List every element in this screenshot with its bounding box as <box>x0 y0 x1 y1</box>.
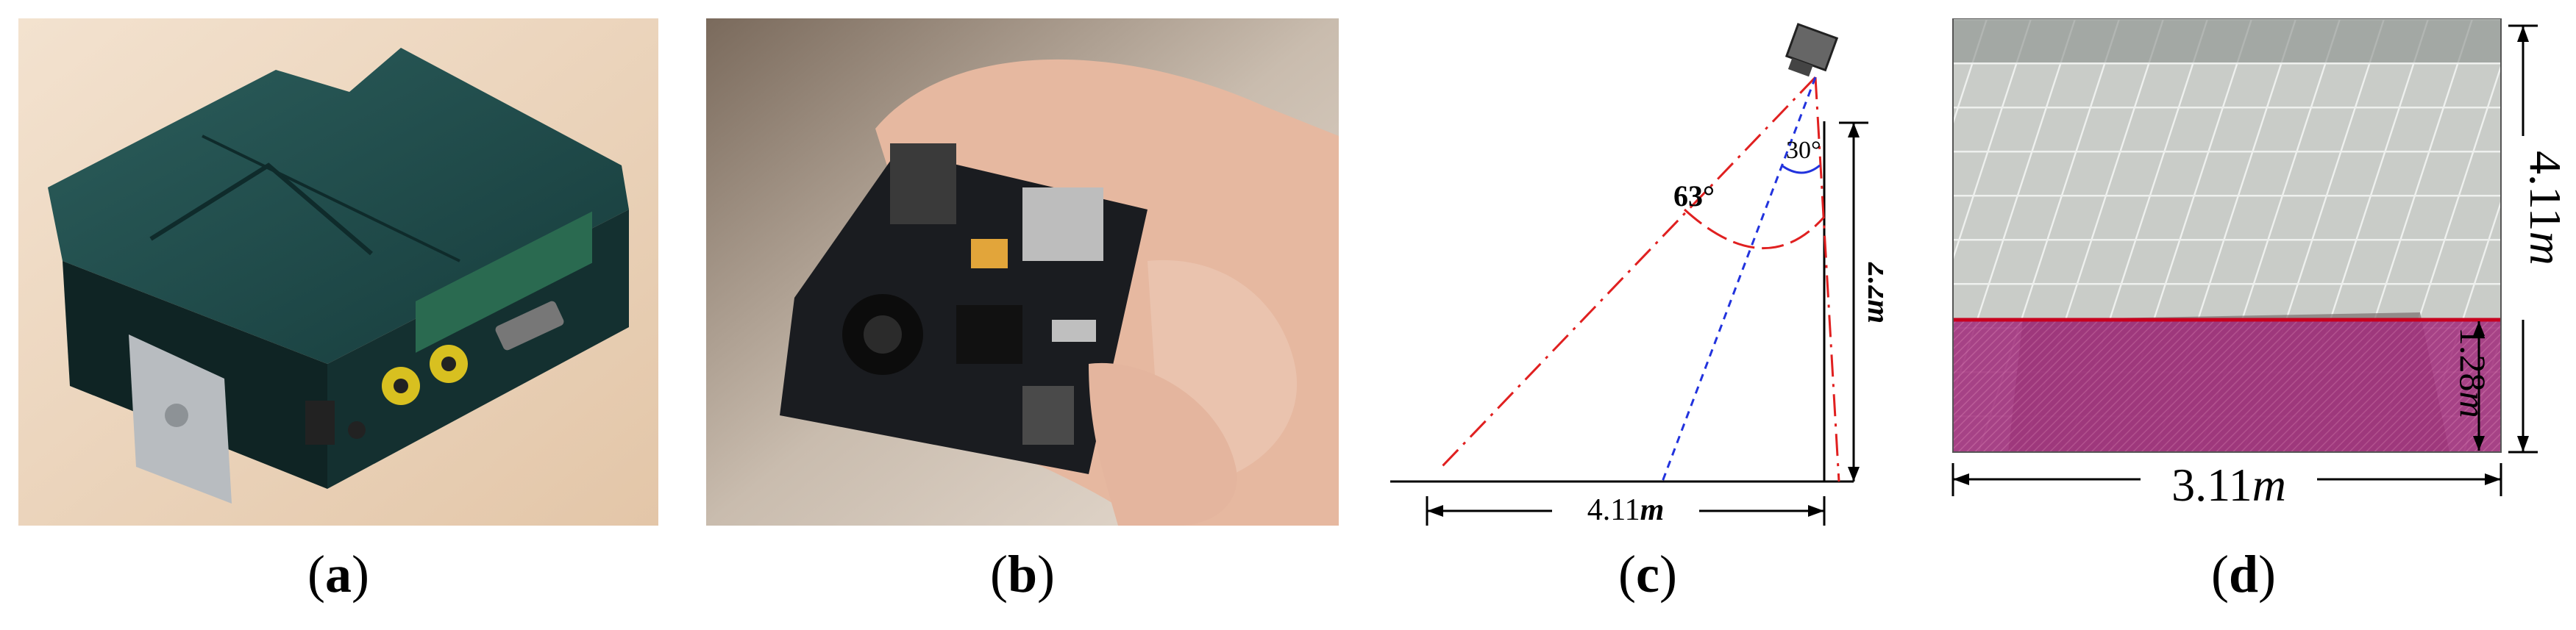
caption-c: (c) <box>1618 545 1677 604</box>
fov-near-line <box>1814 76 1840 482</box>
panel-d-floor-view: 4.11m 1.28m 3.11m <box>1942 18 2560 526</box>
height-value-label: 2.2m <box>1861 261 1883 323</box>
center-axis-line <box>1661 76 1817 482</box>
caption-d: (d) <box>2210 545 2276 604</box>
camera-icon <box>1785 23 1839 77</box>
detection-band <box>1953 320 2501 452</box>
band-height-label: 1.28m <box>2452 327 2494 418</box>
board-photo-illustration <box>706 18 1339 526</box>
caption-b: (b) <box>989 545 1055 604</box>
total-height-label: 4.11m <box>2520 151 2560 265</box>
angle-narrow-label: 30° <box>1786 137 1821 164</box>
caption-a: (a) <box>307 545 369 604</box>
angle-wide-label: 63° <box>1673 179 1715 212</box>
device-photo-illustration <box>18 18 658 526</box>
camera-geometry-svg: 63° 30° 2.2m 4.11m <box>1390 23 1883 526</box>
distance-label: 4.11m <box>1587 493 1665 526</box>
fov-wide-line <box>1440 76 1817 468</box>
floor-view-svg: 4.11m 1.28m 3.11m <box>1951 18 2560 511</box>
panel-c-geometry-diagram: 63° 30° 2.2m 4.11m <box>1383 18 1883 526</box>
panel-a-device-photo <box>18 18 658 526</box>
panel-b-board-photo <box>706 18 1339 526</box>
width-label: 3.11m <box>2171 459 2286 511</box>
